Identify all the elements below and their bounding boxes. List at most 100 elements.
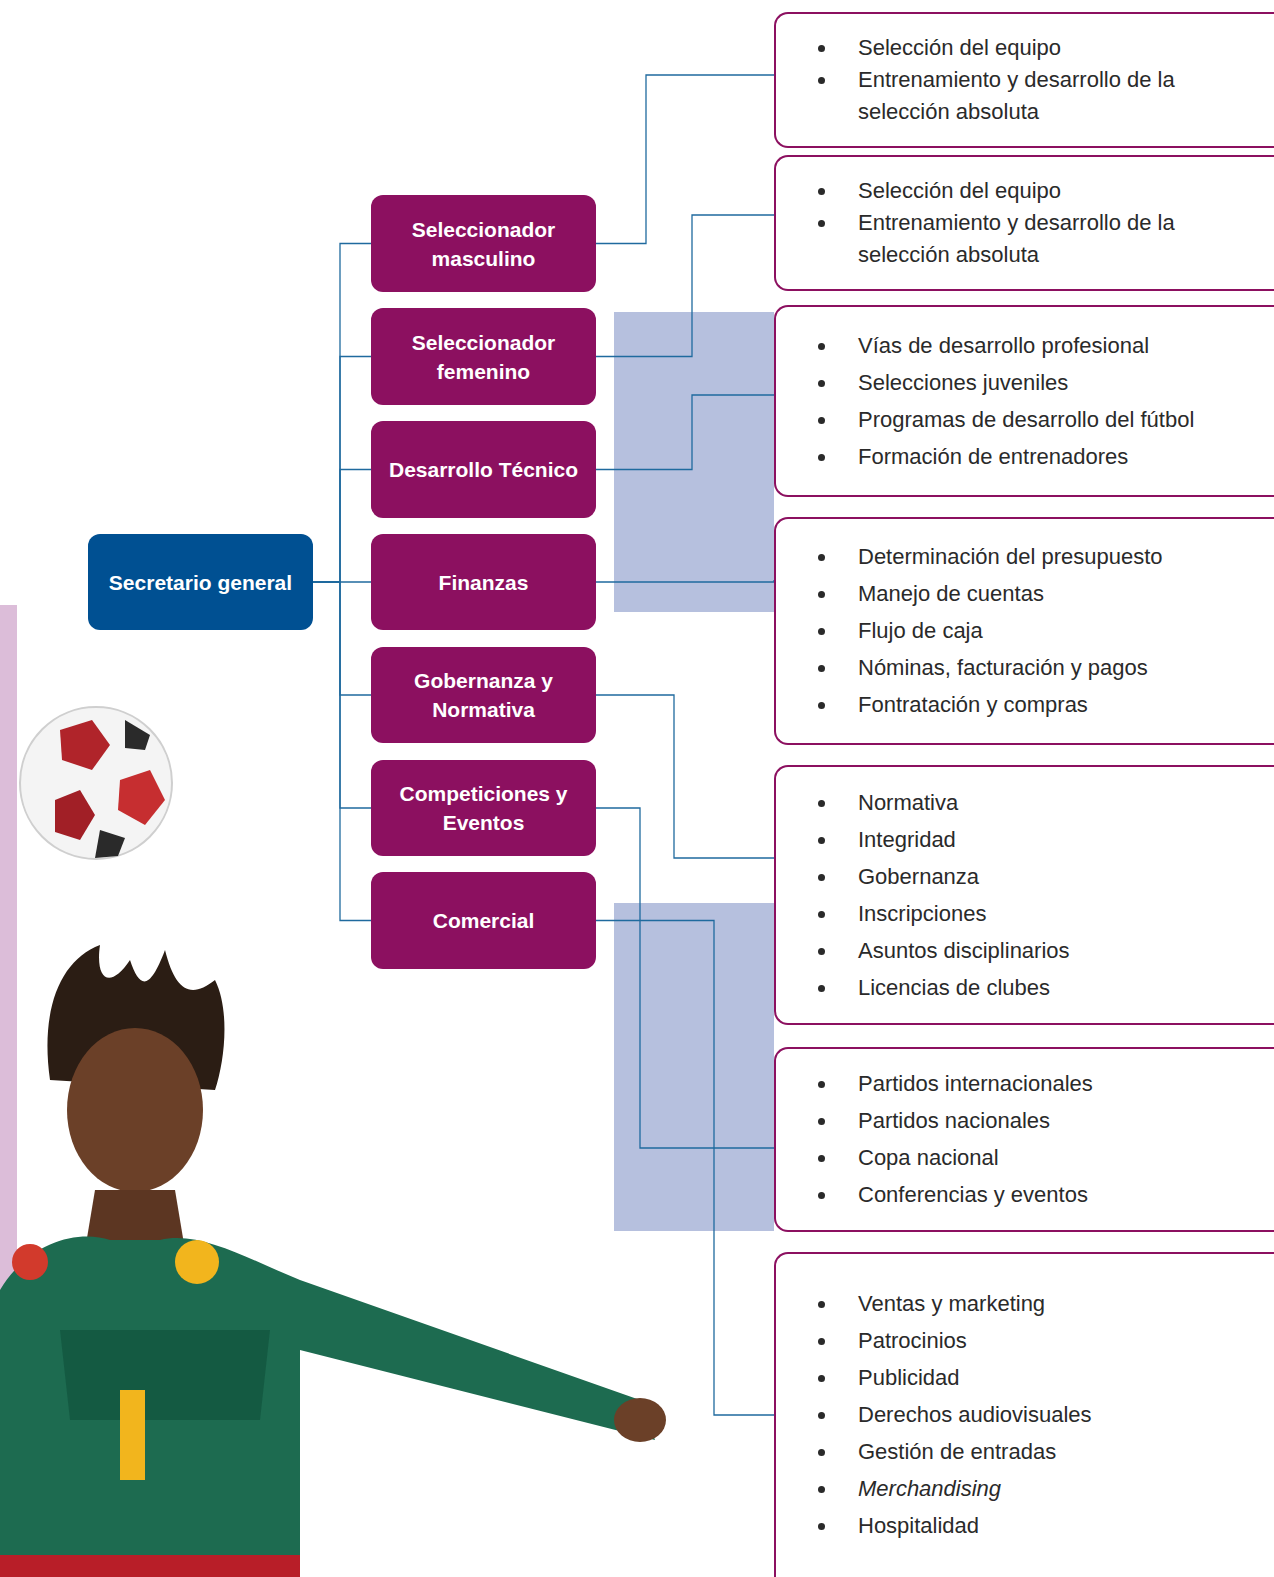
duty-item: Conferencias y eventos (776, 1179, 1274, 1211)
bullet-dot (818, 800, 825, 807)
duties-box: Ventas y marketingPatrociniosPublicidadD… (774, 1252, 1274, 1577)
duty-text: Asuntos disciplinarios (858, 935, 1198, 967)
duty-item: Formación de entrenadores (776, 441, 1274, 473)
duties-box: Partidos internacionalesPartidos naciona… (774, 1047, 1274, 1232)
duty-item: Patrocinios (776, 1325, 1274, 1357)
duties-box: Selección del equipoEntrenamiento y desa… (774, 12, 1274, 148)
duty-text: Entrenamiento y desarrollo de la selecci… (858, 64, 1198, 128)
unit-name: Gobernanza y Normativa (381, 666, 586, 724)
duty-item: Publicidad (776, 1362, 1274, 1394)
duty-item: Partidos nacionales (776, 1105, 1274, 1137)
player-figure (0, 945, 666, 1577)
bullet-dot (818, 417, 825, 424)
duties-box: NormativaIntegridadGobernanzaInscripcion… (774, 765, 1274, 1025)
unit-name: Seleccionador masculino (381, 215, 586, 273)
org-connector (596, 580, 774, 582)
duty-text: Programas de desarrollo del fútbol (858, 404, 1198, 436)
bullet-dot (818, 77, 825, 84)
bullet-dot (818, 45, 825, 52)
bullet-dot (818, 702, 825, 709)
unit-box: Seleccionador femenino (371, 308, 596, 405)
duty-text: Licencias de clubes (858, 972, 1198, 1004)
bullet-dot (818, 343, 825, 350)
bullet-dot (818, 948, 825, 955)
duty-text: Fontratación y compras (858, 689, 1198, 721)
duty-text: Patrocinios (858, 1325, 1198, 1357)
bullet-dot (818, 1523, 825, 1530)
duty-item: Merchandising (776, 1473, 1274, 1505)
duty-item: Programas de desarrollo del fútbol (776, 404, 1274, 436)
org-connector (313, 582, 371, 695)
duty-text: Selección del equipo (858, 32, 1198, 64)
bullet-dot (818, 454, 825, 461)
duty-text: Conferencias y eventos (858, 1179, 1198, 1211)
bullet-dot (818, 911, 825, 918)
duty-text: Flujo de caja (858, 615, 1198, 647)
org-connector (596, 215, 774, 357)
unit-box: Seleccionador masculino (371, 195, 596, 292)
duty-text: Ventas y marketing (858, 1288, 1198, 1320)
duty-item: Flujo de caja (776, 615, 1274, 647)
duties-box: Determinación del presupuestoManejo de c… (774, 517, 1274, 745)
duty-item: Gestión de entradas (776, 1436, 1274, 1468)
unit-box: Finanzas (371, 534, 596, 630)
duties-box: Selección del equipoEntrenamiento y desa… (774, 155, 1274, 291)
bullet-dot (818, 591, 825, 598)
duty-text: Selección del equipo (858, 175, 1198, 207)
unit-name: Desarrollo Técnico (389, 455, 578, 484)
duty-item: Fontratación y compras (776, 689, 1274, 721)
duty-item: Entrenamiento y desarrollo de la selecci… (776, 64, 1274, 128)
duty-item: Ventas y marketing (776, 1288, 1274, 1320)
football (20, 707, 172, 859)
highlight-band (614, 903, 774, 1231)
unit-name: Seleccionador femenino (381, 328, 586, 386)
unit-box: Competiciones y Eventos (371, 760, 596, 856)
duty-text: Integridad (858, 824, 1198, 856)
bullet-dot (818, 1081, 825, 1088)
bullet-dot (818, 1155, 825, 1162)
bullet-dot (818, 220, 825, 227)
org-connector (313, 582, 371, 808)
bullet-dot (818, 665, 825, 672)
duty-text: Copa nacional (858, 1142, 1198, 1174)
bullet-dot (818, 985, 825, 992)
duty-item: Licencias de clubes (776, 972, 1274, 1004)
bullet-dot (818, 1412, 825, 1419)
duty-text: Vías de desarrollo profesional (858, 330, 1198, 362)
org-connector (596, 75, 774, 244)
duty-item: Partidos internacionales (776, 1068, 1274, 1100)
duty-item: Copa nacional (776, 1142, 1274, 1174)
unit-box: Comercial (371, 872, 596, 969)
duty-text: Manejo de cuentas (858, 578, 1198, 610)
bullet-dot (818, 1301, 825, 1308)
duty-text: Entrenamiento y desarrollo de la selecci… (858, 207, 1198, 271)
duty-item: Selección del equipo (776, 32, 1274, 64)
unit-name: Finanzas (439, 568, 529, 597)
org-connector (596, 808, 774, 1148)
duty-text: Derechos audiovisuales (858, 1399, 1198, 1431)
duty-text: Merchandising (858, 1473, 1198, 1505)
org-connector (596, 695, 774, 858)
duty-item: Nóminas, facturación y pagos (776, 652, 1274, 684)
duty-text: Determinación del presupuesto (858, 541, 1198, 573)
duty-text: Partidos nacionales (858, 1105, 1198, 1137)
bullet-dot (818, 1338, 825, 1345)
org-connector (313, 470, 371, 583)
duty-item: Vías de desarrollo profesional (776, 330, 1274, 362)
org-connector (313, 582, 371, 921)
duty-item: Manejo de cuentas (776, 578, 1274, 610)
bullet-dot (818, 837, 825, 844)
duty-text: Normativa (858, 787, 1198, 819)
bullet-dot (818, 1118, 825, 1125)
bullet-dot (818, 554, 825, 561)
duty-item: Hospitalidad (776, 1510, 1274, 1542)
unit-box: Desarrollo Técnico (371, 421, 596, 518)
org-connector (313, 357, 371, 583)
duty-text: Nóminas, facturación y pagos (858, 652, 1198, 684)
duty-item: Inscripciones (776, 898, 1274, 930)
org-connector (596, 395, 774, 470)
duty-item: Derechos audiovisuales (776, 1399, 1274, 1431)
bullet-dot (818, 188, 825, 195)
duty-item: Integridad (776, 824, 1274, 856)
